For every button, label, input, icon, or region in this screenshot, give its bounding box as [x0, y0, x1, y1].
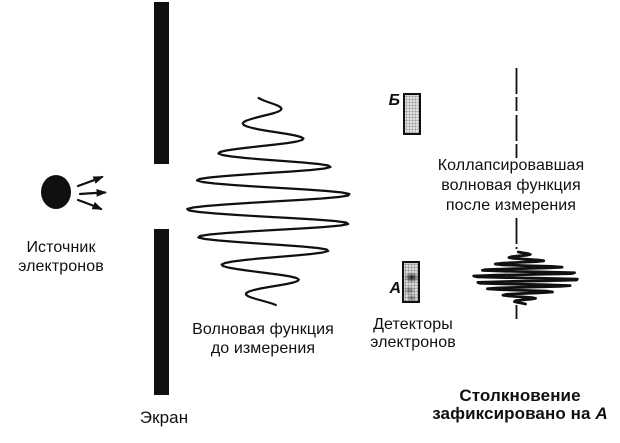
collision-caption-line2: зафиксировано на А	[400, 405, 620, 423]
emission-arrows-icon	[76, 175, 107, 211]
detector-a-box	[402, 261, 420, 303]
electron-source-icon	[41, 175, 71, 209]
collision-caption: Столкновение зафиксировано на А	[400, 387, 620, 423]
collapsed-wave-packet-curve	[472, 250, 579, 306]
wave-function-before-curve	[186, 96, 351, 307]
wave-after-label-line2: волновая функция	[441, 177, 581, 194]
wave-before-label: Волновая функция до измерения	[163, 320, 363, 358]
detectors-label-line1: Детекторы	[373, 316, 453, 333]
wave-before-label-line1: Волновая функция	[192, 321, 334, 338]
collision-caption-detector-ref: А	[595, 404, 608, 423]
detector-b-letter: Б	[388, 92, 400, 109]
electron-source-label-line1: Источник	[26, 239, 96, 256]
screen-label: Экран	[139, 408, 189, 427]
screen-barrier-top	[154, 2, 169, 164]
wave-after-label: Коллапсировавшая волновая функция после …	[411, 156, 611, 216]
collision-caption-line1: Столкновение	[459, 386, 581, 405]
screen-barrier-bottom	[154, 229, 169, 395]
detectors-label: Детекторы электронов	[343, 316, 483, 352]
electron-source-label: Источник электронов	[0, 238, 122, 276]
detector-b-box	[403, 93, 421, 135]
wave-after-label-line1: Коллапсировавшая	[437, 157, 585, 174]
electron-source-label-line2: электронов	[18, 258, 104, 275]
detector-a-letter: А	[389, 280, 401, 297]
collision-caption-prefix: зафиксировано на	[432, 404, 591, 423]
wave-after-label-line3: после измерения	[445, 197, 577, 214]
wave-before-label-line2: до измерения	[210, 340, 316, 357]
detectors-label-line2: электронов	[370, 334, 456, 351]
